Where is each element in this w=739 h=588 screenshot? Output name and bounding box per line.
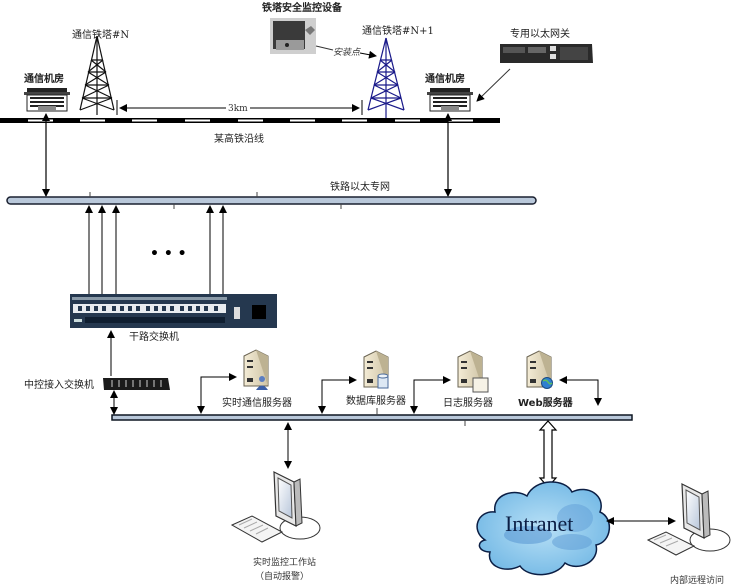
server-label: Web服务器 bbox=[518, 396, 574, 409]
install-point-arrow bbox=[359, 50, 377, 59]
railway-ethernet-label: 铁路以太专网 bbox=[330, 180, 390, 193]
server-database: 数据库服务器 bbox=[346, 350, 406, 407]
monitoring-workstation-icon bbox=[230, 471, 321, 543]
workstation-label: 实时监控工作站 bbox=[253, 556, 316, 568]
access-switch-label: 中控接入交换机 bbox=[24, 378, 94, 391]
ethernet-gateway-icon bbox=[500, 44, 593, 63]
server-label: 数据库服务器 bbox=[346, 394, 406, 407]
gateway-label: 专用以太网关 bbox=[510, 27, 570, 40]
more-links-ellipsis: • • • bbox=[150, 246, 187, 262]
intranet-cloud-icon bbox=[476, 481, 610, 576]
gateway-pointer-arrow bbox=[476, 68, 511, 102]
server-web: Web服务器 bbox=[518, 350, 574, 409]
distance-label: 3km bbox=[228, 104, 248, 114]
server-log: 日志服务器 bbox=[443, 350, 493, 409]
globe-badge-icon bbox=[541, 377, 553, 389]
trunk-switch-label: 干路交换机 bbox=[129, 330, 179, 343]
railway-label: 某高铁沿线 bbox=[214, 132, 264, 145]
comm-room-right-icon bbox=[427, 88, 473, 112]
server-label: 日志服务器 bbox=[443, 396, 493, 409]
bus-ticks bbox=[89, 192, 342, 209]
server-links bbox=[197, 373, 602, 414]
tower-n-icon bbox=[79, 35, 115, 115]
server-label: 实时通信服务器 bbox=[222, 396, 292, 409]
railway-track bbox=[0, 118, 500, 123]
room-right-label: 通信机房 bbox=[425, 72, 465, 85]
trunk-uplinks bbox=[85, 205, 227, 304]
install-point-label: 安装点 bbox=[333, 47, 361, 58]
document-badge-icon bbox=[472, 377, 489, 393]
install-point-leader bbox=[315, 45, 334, 51]
server-bus-ticks bbox=[376, 408, 466, 426]
access-switch-icon bbox=[103, 378, 170, 390]
server-lan-bus bbox=[111, 414, 633, 421]
intranet-link-double-arrow bbox=[538, 420, 558, 488]
monitor-device-image bbox=[270, 18, 316, 54]
user-badge-icon bbox=[256, 376, 268, 390]
comm-room-left-icon bbox=[24, 88, 70, 112]
room-left-label: 通信机房 bbox=[24, 72, 64, 85]
database-badge-icon bbox=[377, 373, 389, 389]
trunk-switch-icon bbox=[70, 294, 277, 328]
workstation-sublabel: （自动报警） bbox=[255, 570, 309, 582]
server-realtime: 实时通信服务器 bbox=[222, 349, 292, 409]
monitor-device-label: 铁塔安全监控设备 bbox=[262, 1, 343, 14]
remote-workstation-icon bbox=[646, 483, 731, 556]
remote-access-label: 内部远程访问 bbox=[670, 574, 724, 586]
intranet-label: Intranet bbox=[505, 511, 573, 536]
tower-n-label: 通信铁塔#N bbox=[72, 28, 129, 41]
tower-n1-icon bbox=[367, 37, 405, 120]
tower-n1-label: 通信铁塔#N+1 bbox=[362, 24, 434, 37]
railway-ethernet-bus bbox=[6, 196, 537, 205]
